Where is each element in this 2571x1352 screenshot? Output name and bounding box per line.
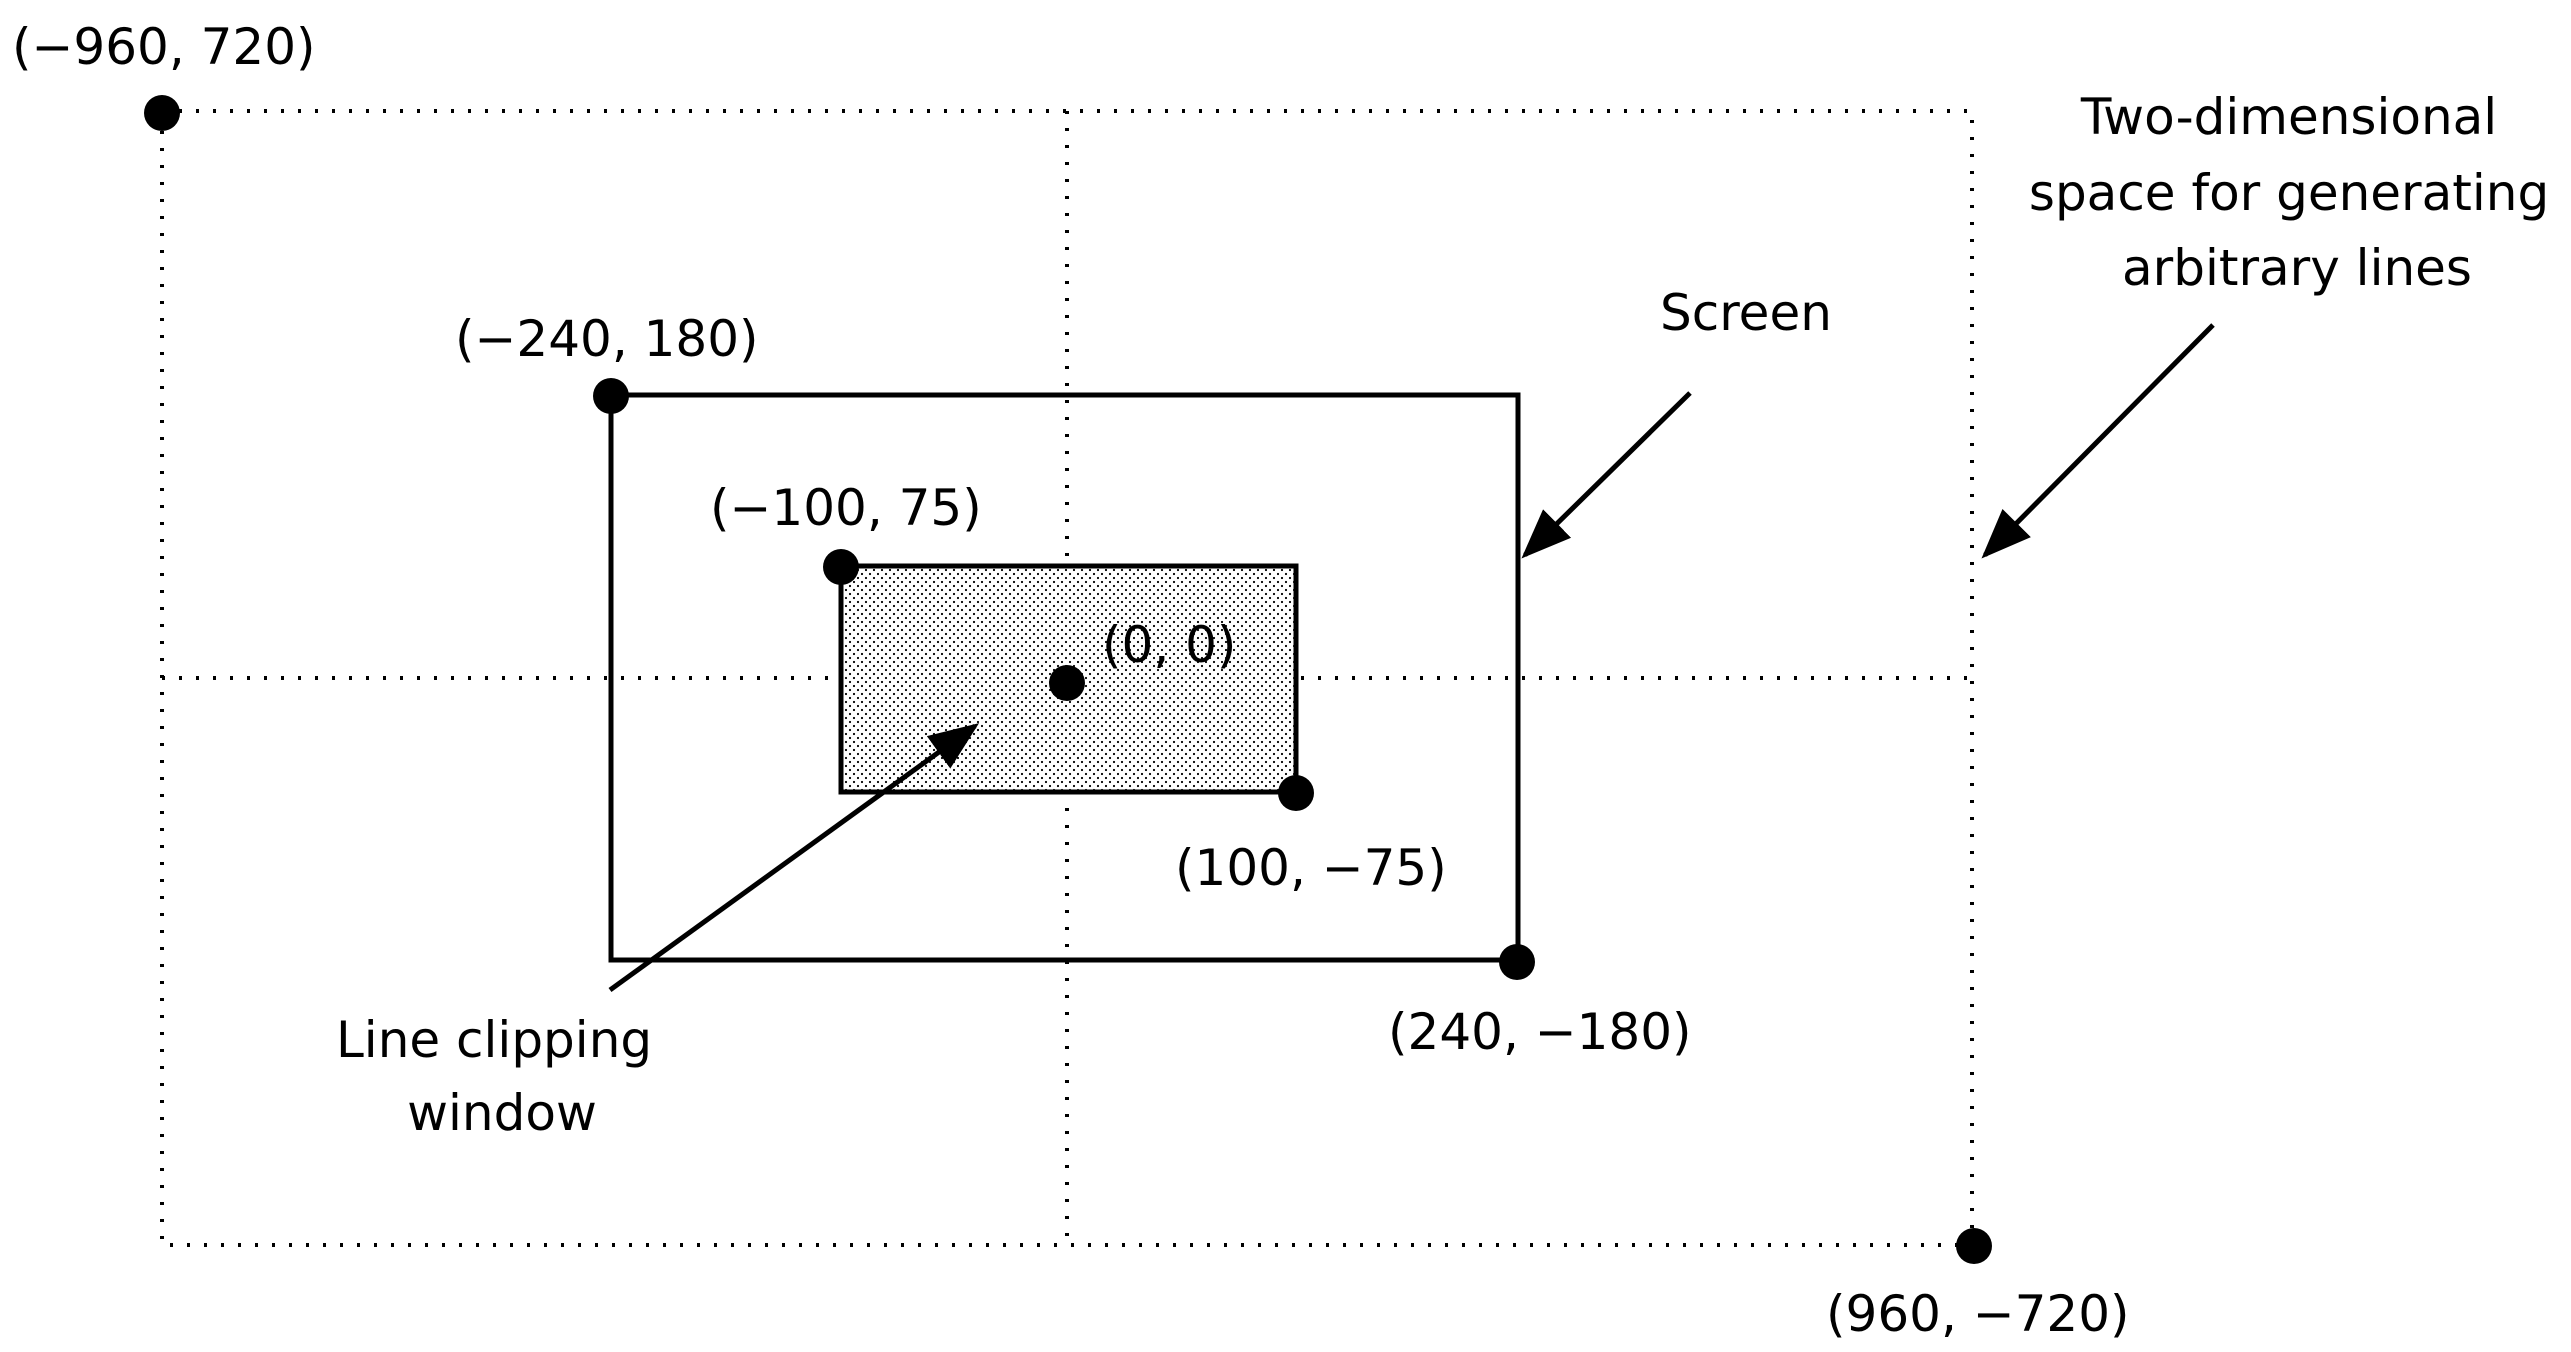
window-top-left-label: (−100, 75) xyxy=(710,479,982,537)
space-label: Two-dimensional space for generating arb… xyxy=(2029,88,2565,297)
space-label-arrow xyxy=(1981,323,2215,559)
space-bottom-right-point xyxy=(1956,1228,1992,1264)
window-bottom-right-label: (100, −75) xyxy=(1175,839,1447,897)
origin-label: (0, 0) xyxy=(1102,616,1236,674)
origin-point xyxy=(1049,665,1085,701)
screen-top-left-label: (−240, 180) xyxy=(455,310,759,368)
screen-top-left-point xyxy=(593,378,629,414)
screen-rectangle xyxy=(608,392,1521,963)
window-label-arrow xyxy=(608,723,980,993)
screen-label: Screen xyxy=(1660,284,1832,342)
screen-label-arrow xyxy=(1521,391,1692,559)
window-top-left-point xyxy=(823,549,859,585)
space-top-left-point xyxy=(144,95,180,131)
screen-bottom-right-label: (240, −180) xyxy=(1388,1003,1692,1061)
space-bottom-right-label: (960, −720) xyxy=(1826,1285,2130,1343)
window-bottom-right-point xyxy=(1278,775,1314,811)
screen-bottom-right-point xyxy=(1499,944,1535,980)
window-label: Line clipping window xyxy=(336,1011,668,1142)
space-top-left-label: (−960, 720) xyxy=(12,18,316,76)
